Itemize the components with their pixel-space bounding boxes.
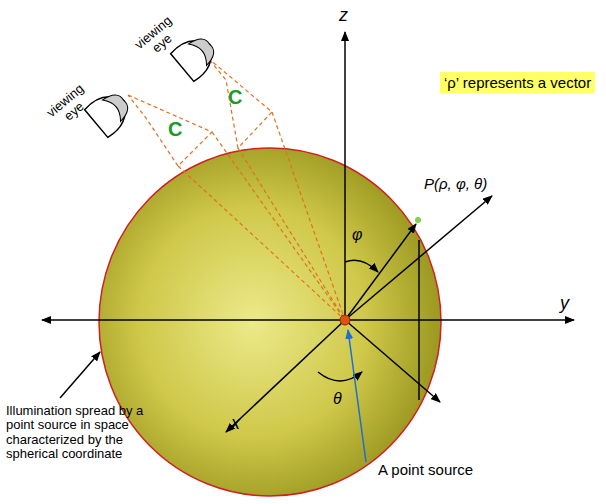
annotation: Illumination spread by a point source in… <box>6 404 156 461</box>
leader-line <box>348 330 366 462</box>
viewing-cones <box>128 58 345 320</box>
eye-symbol <box>170 30 222 82</box>
axis-label: z <box>339 6 348 26</box>
annotation: A point source <box>378 462 473 479</box>
axis-label: y <box>560 294 569 314</box>
annotation: φ <box>352 226 362 244</box>
note-text: ‘ρ’ represents a vector <box>444 74 591 91</box>
eye-symbol <box>84 86 136 138</box>
point-source <box>340 315 350 325</box>
vision-symbol: C <box>168 118 182 140</box>
highlight-box: ‘ρ’ represents a vector <box>440 72 595 93</box>
illumination-sphere <box>99 148 441 496</box>
annotation: θ <box>333 390 342 408</box>
annotation: P(ρ, φ, θ) <box>424 176 487 193</box>
axis-label: x <box>231 414 240 434</box>
vision-symbol: C <box>228 86 242 108</box>
point-p <box>415 217 421 223</box>
